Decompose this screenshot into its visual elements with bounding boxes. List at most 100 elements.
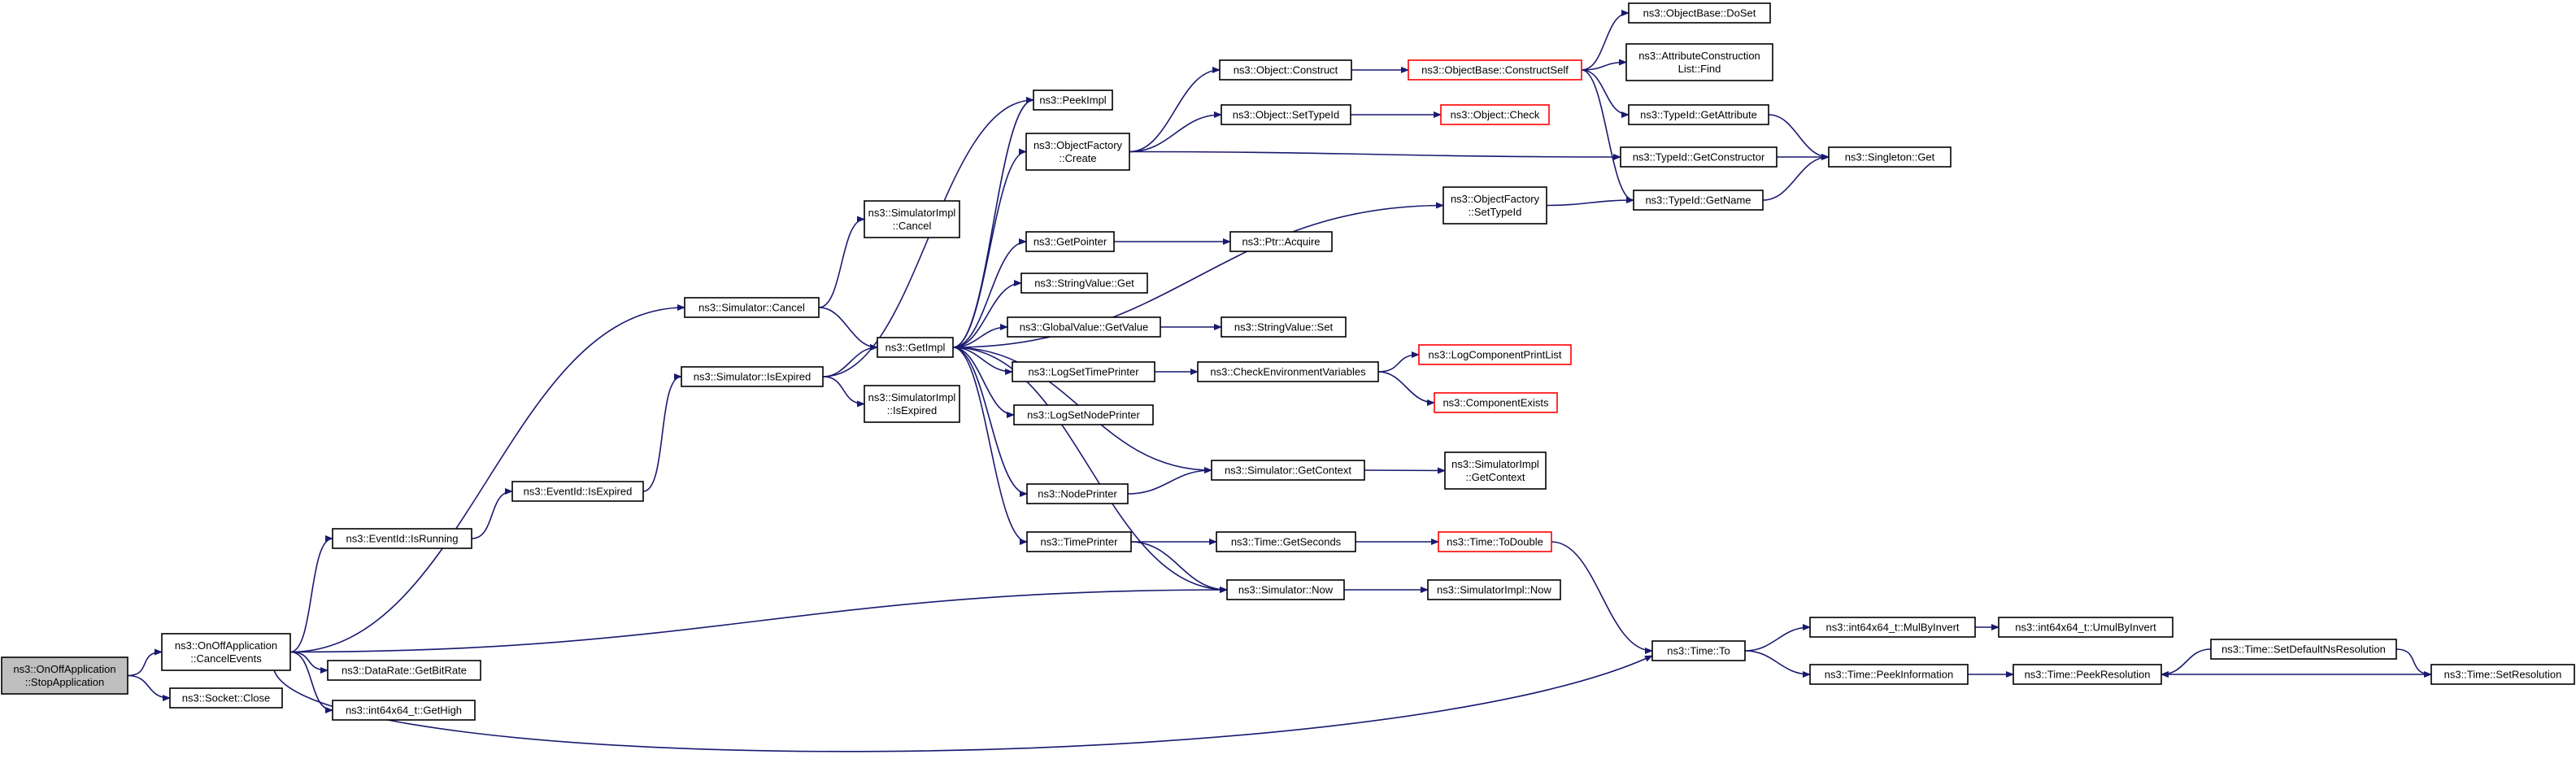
node-simgetcontext[interactable]: ns3::Simulator::GetContext: [1211, 460, 1365, 481]
node-box: [864, 385, 960, 423]
node-objconstruct[interactable]: ns3::Object::Construct: [1219, 59, 1352, 81]
node-logcompprint[interactable]: ns3::LogComponentPrintList: [1418, 344, 1572, 365]
node-box: [169, 687, 283, 709]
node-eventisexpired[interactable]: ns3::EventId::IsExpired: [511, 481, 644, 502]
node-label: ns3::LogSetNodePrinter: [1027, 409, 1140, 421]
node-box: [1216, 531, 1356, 552]
node-box: [2210, 639, 2397, 660]
node-box: [684, 297, 820, 318]
node-objsettypeid[interactable]: ns3::Object::SetTypeId: [1221, 104, 1351, 125]
node-stopapp[interactable]: ns3::OnOffApplication::StopApplication: [1, 656, 128, 695]
edge-getimpl-to-peekimpl: [952, 97, 1034, 348]
node-getpointer[interactable]: ns3::GetPointer: [1025, 231, 1115, 252]
node-objfactsettypeid[interactable]: ns3::ObjectFactory::SetTypeId: [1442, 186, 1547, 225]
node-box: [161, 633, 291, 671]
node-peekinformation[interactable]: ns3::Time::PeekInformation: [1809, 664, 1969, 685]
node-label: ns3::GetImpl: [886, 342, 946, 354]
node-box: [1444, 451, 1547, 490]
node-typeidgetattr[interactable]: ns3::TypeId::GetAttribute: [1628, 104, 1769, 125]
node-mulbyinvert[interactable]: ns3::int64x64_t::MulByInvert: [1809, 617, 1976, 638]
node-simnow[interactable]: ns3::Simulator::Now: [1226, 579, 1345, 600]
node-objbaseconstructself[interactable]: ns3::ObjectBase::ConstructSelf: [1408, 59, 1582, 81]
node-simimplnow[interactable]: ns3::SimulatorImpl::Now: [1427, 579, 1561, 600]
node-simimplisexpired[interactable]: ns3::SimulatorImpl::IsExpired: [864, 385, 960, 423]
node-label: ns3::ObjectBase::ConstructSelf: [1421, 64, 1569, 76]
node-label: ns3::TypeId::GetAttribute: [1640, 109, 1757, 121]
node-cancelevents[interactable]: ns3::OnOffApplication::CancelEvents: [161, 633, 291, 671]
node-peekresolution[interactable]: ns3::Time::PeekResolution: [2012, 664, 2162, 685]
edge-eventisrunning-to-eventisexpired: [471, 488, 513, 539]
node-box: [1442, 186, 1547, 225]
edge-setdefaultns-to-peekresolution: [2160, 648, 2212, 678]
node-box: [1633, 190, 1764, 211]
node-box: [1013, 404, 1154, 425]
node-timetodouble[interactable]: ns3::Time::ToDouble: [1438, 531, 1552, 552]
node-singletonget[interactable]: ns3::Singleton::Get: [1828, 146, 1952, 168]
edge-objfactcreate-to-objsettypeid: [1129, 111, 1222, 153]
function-nodes: ns3::OnOffApplication::StopApplicationns…: [1, 2, 2575, 721]
node-simisexpired[interactable]: ns3::Simulator::IsExpired: [681, 366, 824, 387]
edge-objfactsettypeid-to-typeidgetname: [1546, 197, 1634, 207]
node-timeto[interactable]: ns3::Time::To: [1651, 640, 1746, 661]
node-box: [877, 337, 954, 358]
node-peekimpl[interactable]: ns3::PeekImpl: [1033, 89, 1113, 111]
node-logsettime[interactable]: ns3::LogSetTimePrinter: [1012, 361, 1155, 382]
node-label: ns3::ComponentExists: [1442, 397, 1549, 409]
node-label: ::GetContext: [1466, 471, 1525, 483]
node-checkenv[interactable]: ns3::CheckEnvironmentVariables: [1197, 361, 1379, 382]
node-label: ns3::Time::SetDefaultNsResolution: [2221, 643, 2386, 656]
node-label: ns3::Time::SetResolution: [2444, 669, 2562, 681]
node-label: ::IsExpired: [887, 404, 937, 417]
node-simimplgetcontext[interactable]: ns3::SimulatorImpl::GetContext: [1444, 451, 1547, 490]
node-box: [1998, 617, 2174, 638]
node-label: ns3::ObjectFactory: [1451, 193, 1540, 205]
node-label: ns3::Simulator::Cancel: [698, 302, 805, 314]
node-logsetnode[interactable]: ns3::LogSetNodePrinter: [1013, 404, 1154, 425]
edge-cancelevents-to-datarate: [289, 651, 329, 674]
node-timegetseconds[interactable]: ns3::Time::GetSeconds: [1216, 531, 1356, 552]
node-stringvalueset[interactable]: ns3::StringValue::Set: [1221, 316, 1347, 338]
edge-getimpl-to-logsetnode: [952, 347, 1015, 418]
node-typeidgetctor[interactable]: ns3::TypeId::GetConstructor: [1620, 146, 1778, 168]
node-simcancel[interactable]: ns3::Simulator::Cancel: [684, 297, 820, 318]
node-typeidgetname[interactable]: ns3::TypeId::GetName: [1633, 190, 1764, 211]
node-globalvalue[interactable]: ns3::GlobalValue::GetValue: [1007, 316, 1161, 338]
node-label: ns3::StringValue::Set: [1234, 321, 1334, 334]
node-box: [1440, 104, 1550, 125]
edge-cancelevents-to-simcancel: [289, 304, 685, 653]
node-stringvalueget[interactable]: ns3::StringValue::Get: [1020, 273, 1148, 294]
node-box: [1221, 104, 1351, 125]
node-umulbyinvert[interactable]: ns3::int64x64_t::UmulByInvert: [1998, 617, 2174, 638]
node-label: ns3::CheckEnvironmentVariables: [1210, 366, 1366, 378]
node-timeprinter[interactable]: ns3::TimePrinter: [1026, 531, 1132, 552]
edge-timeto-to-mulbyinvert: [1744, 624, 1811, 652]
node-gethigh[interactable]: ns3::int64x64_t::GetHigh: [332, 700, 476, 721]
node-ptracquire[interactable]: ns3::Ptr::Acquire: [1229, 231, 1333, 252]
node-simimplcancel[interactable]: ns3::SimulatorImpl::Cancel: [864, 200, 960, 238]
edge-simisexpired-to-simimplisexpired: [822, 376, 865, 408]
node-box: [1828, 146, 1952, 168]
node-compexists[interactable]: ns3::ComponentExists: [1434, 392, 1558, 413]
node-eventisrunning[interactable]: ns3::EventId::IsRunning: [332, 528, 472, 549]
node-label: ns3::AttributeConstruction: [1638, 50, 1760, 62]
node-label: ns3::GlobalValue::GetValue: [1020, 321, 1149, 334]
node-box: [332, 528, 472, 549]
node-objcheck[interactable]: ns3::Object::Check: [1440, 104, 1550, 125]
node-objbasedoset[interactable]: ns3::ObjectBase::DoSet: [1628, 2, 1771, 24]
edge-getimpl-to-stringvalueget: [952, 280, 1022, 348]
node-label: ns3::TimePrinter: [1041, 536, 1119, 548]
node-setresolution[interactable]: ns3::Time::SetResolution: [2430, 664, 2575, 685]
node-setdefaultns[interactable]: ns3::Time::SetDefaultNsResolution: [2210, 639, 2397, 660]
node-box: [1012, 361, 1155, 382]
node-box: [1, 656, 128, 695]
node-socketclose[interactable]: ns3::Socket::Close: [169, 687, 283, 709]
node-objfactcreate[interactable]: ns3::ObjectFactory::Create: [1025, 133, 1130, 171]
node-box: [1211, 460, 1365, 481]
node-nodeprinter[interactable]: ns3::NodePrinter: [1026, 483, 1129, 504]
node-label: ns3::Ptr::Acquire: [1242, 236, 1320, 248]
node-getimpl[interactable]: ns3::GetImpl: [877, 337, 954, 358]
node-box: [1020, 273, 1148, 294]
node-datarate[interactable]: ns3::DataRate::GetBitRate: [327, 660, 481, 681]
node-label: ns3::LogComponentPrintList: [1428, 349, 1561, 361]
